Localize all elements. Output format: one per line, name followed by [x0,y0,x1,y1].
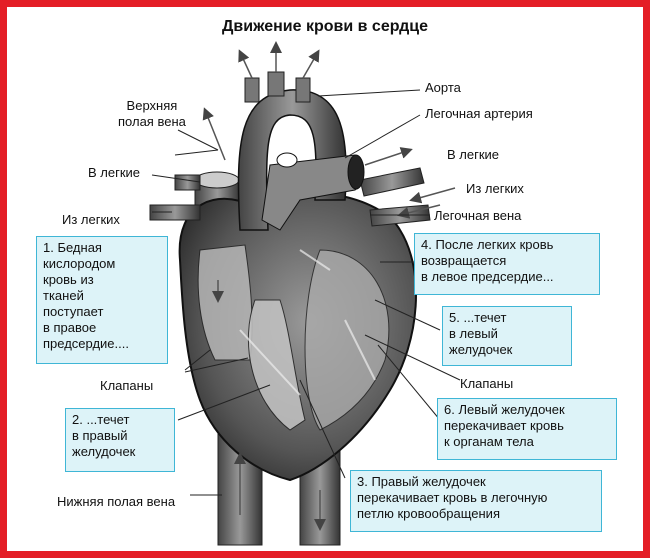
label-from-lungs-right: Из легких [466,181,524,196]
flow-arrows [202,41,456,531]
left-ventricle-chamber [304,249,390,431]
step-1-box: 1. Бедная кислородом кровь из тканей пос… [36,236,168,364]
label-valves-right: Клапаны [460,376,514,391]
left-pulmonary-vessels [149,174,201,221]
label-valves-left: Клапаны [100,378,154,393]
leader-lines [151,89,461,496]
diagram-title: Движение крови в сердце [222,18,428,35]
step-2-box: 2. ...течет в правый желудочек [65,408,175,472]
step-3-box: 3. Правый желудочек перекачивает кровь в… [350,470,602,532]
label-to-lungs-right: В легкие [447,147,500,162]
step-4-box: 4. После легких кровь возвращается в лев… [414,233,600,295]
label-inferior-vena-cava: Нижняя полая вена [57,494,176,509]
step-5-box: 5. ...течет в левый желудочек [442,306,572,366]
label-superior-vena-cava: Верхняя полая вена [118,98,186,129]
label-pulmonary-vein: Легочная вена [434,208,522,223]
label-to-lungs-left: В легкие [88,165,141,180]
step-6-box: 6. Левый желудочек перекачивает кровь к … [437,398,617,460]
label-from-lungs-left: Из легких [62,212,120,227]
right-pulmonary-vessels [359,167,431,227]
label-aorta: Аорта [425,80,461,95]
label-pulmonary-artery: Легочная артерия [425,106,533,121]
right-ventricle-chamber [247,299,306,431]
valve-lines [239,249,376,396]
